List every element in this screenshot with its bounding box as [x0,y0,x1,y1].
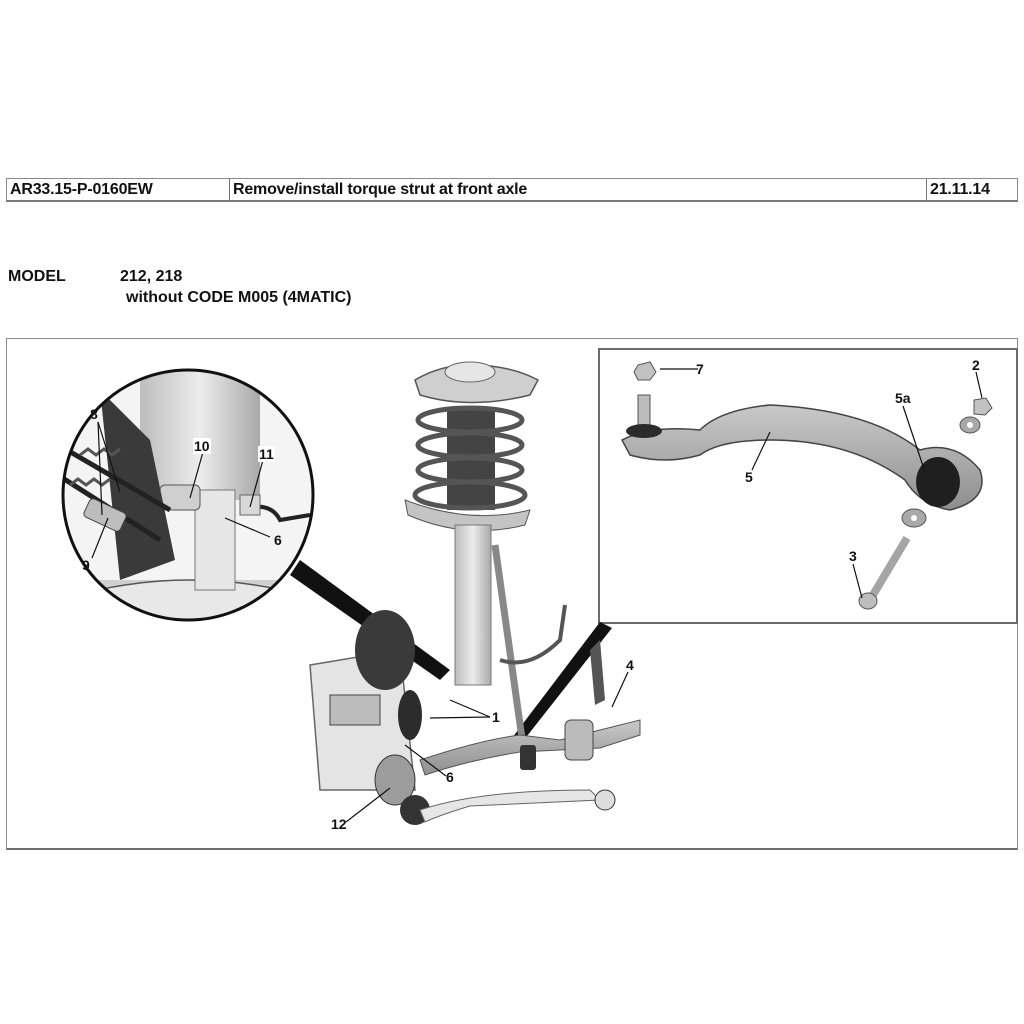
callout-7: 7 [696,361,704,377]
callout-leader-lines [91,368,983,823]
model-code-note: without CODE M005 (4MATIC) [126,289,352,306]
callout-12: 12 [331,816,347,832]
callout-4: 4 [626,657,634,673]
callout-11: 11 [258,446,275,462]
torque-strut-exploded [620,361,993,610]
callout-10: 10 [193,438,211,454]
model-label: MODEL [8,268,66,285]
document-id: AR33.15-P-0160EW [7,179,230,200]
document-title: Remove/install torque strut at front axl… [230,179,927,200]
strut-spring-assembly [404,361,567,761]
detail-circle [61,368,315,622]
model-numbers: 212, 218 [120,268,183,285]
callout-8: 8 [90,406,98,422]
callout-6-main: 6 [446,769,454,785]
document-date: 21.11.14 [930,180,990,198]
lower-control-arms [419,640,641,823]
callout-5: 5 [745,469,753,485]
document-header-table: AR33.15-P-0160EW Remove/install torque s… [6,178,1018,202]
callout-5a: 5a [895,390,911,406]
callout-6-detail: 6 [274,532,282,548]
callout-2: 2 [972,357,980,373]
brake-caliper-hub [309,610,430,825]
callout-1: 1 [492,709,500,725]
callout-9: 9 [82,557,90,573]
callout-3: 3 [849,548,857,564]
